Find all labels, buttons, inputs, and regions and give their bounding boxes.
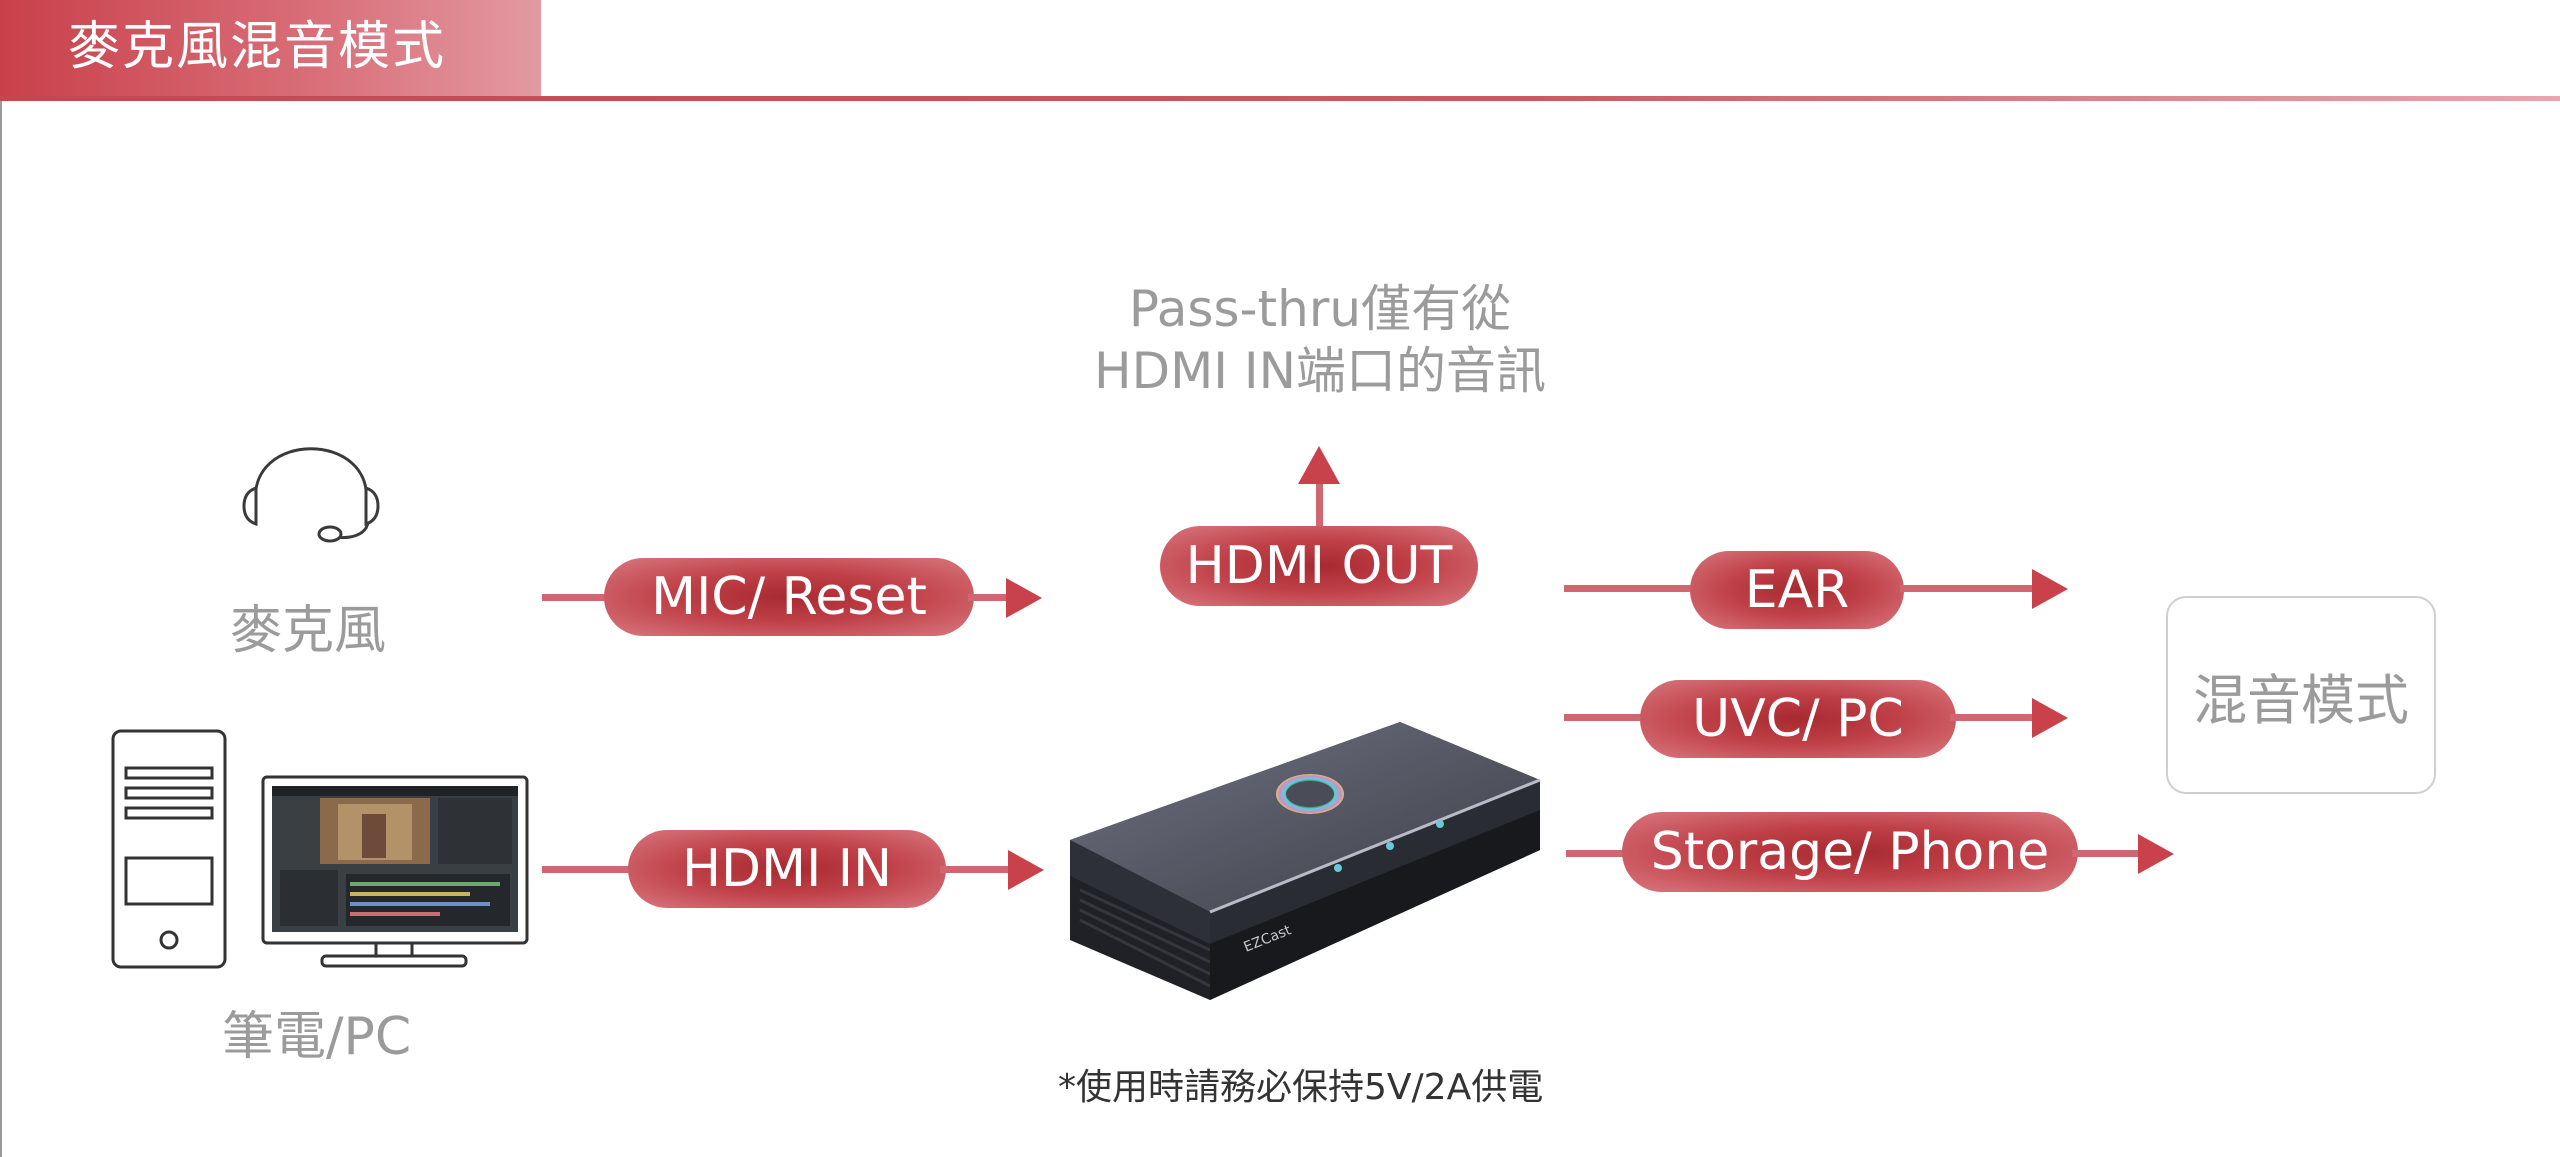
hdmi-in-arrow-head [1008,850,1044,890]
page-title: 麥克風混音模式 [68,17,447,77]
hdmi-in-arrow-line-right [940,866,1010,873]
uvc-arrow-line-left [1564,714,1646,721]
uvc-arrow-line-right [1950,714,2034,721]
uvc-pc-port: UVC/ PC [1640,680,1956,758]
header-bar: 麥克風混音模式 [0,0,541,98]
hdmi-in-port: HDMI IN [628,830,946,908]
pc-label: 筆電/PC [222,1007,412,1067]
storage-arrow-head [2138,834,2174,874]
pass-thru-note: Pass-thru僅有從 HDMI IN端口的音訊 [1060,278,1580,402]
ear-arrow-line-left [1564,585,1694,592]
mic-arrow-head [1006,578,1042,618]
mic-reset-port: MIC/ Reset [604,558,974,636]
mix-mode-box: 混音模式 [2166,596,2436,794]
up-arrow-line [1316,480,1323,528]
up-arrow-head [1298,446,1340,484]
desktop-tower-icon [110,728,230,974]
monitor-icon [260,774,530,974]
hdmi-out-port: HDMI OUT [1160,526,1478,606]
mic-arrow-line-right [968,594,1008,601]
left-border [0,0,2,1157]
storage-phone-port: Storage/ Phone [1622,812,2078,892]
capture-device-image: EZCast [1060,700,1550,1014]
power-footnote: *使用時請務必保持5V/2A供電 [1058,1067,1544,1108]
storage-arrow-line-right [2072,850,2140,857]
storage-arrow-line-left [1566,850,1626,857]
mix-mode-label: 混音模式 [2193,668,2409,732]
header-divider [0,96,2560,101]
ear-port: EAR [1690,551,1904,629]
microphone-label: 麥克風 [230,601,387,661]
mic-arrow-line-left [542,594,608,601]
uvc-arrow-head [2032,698,2068,738]
pass-thru-line-2: HDMI IN端口的音訊 [1093,342,1547,400]
pass-thru-line-1: Pass-thru僅有從 [1128,280,1512,338]
headset-icon [226,400,396,559]
hdmi-in-arrow-line-left [542,866,632,873]
ear-arrow-line-right [1900,585,2034,592]
ear-arrow-head [2032,569,2068,609]
